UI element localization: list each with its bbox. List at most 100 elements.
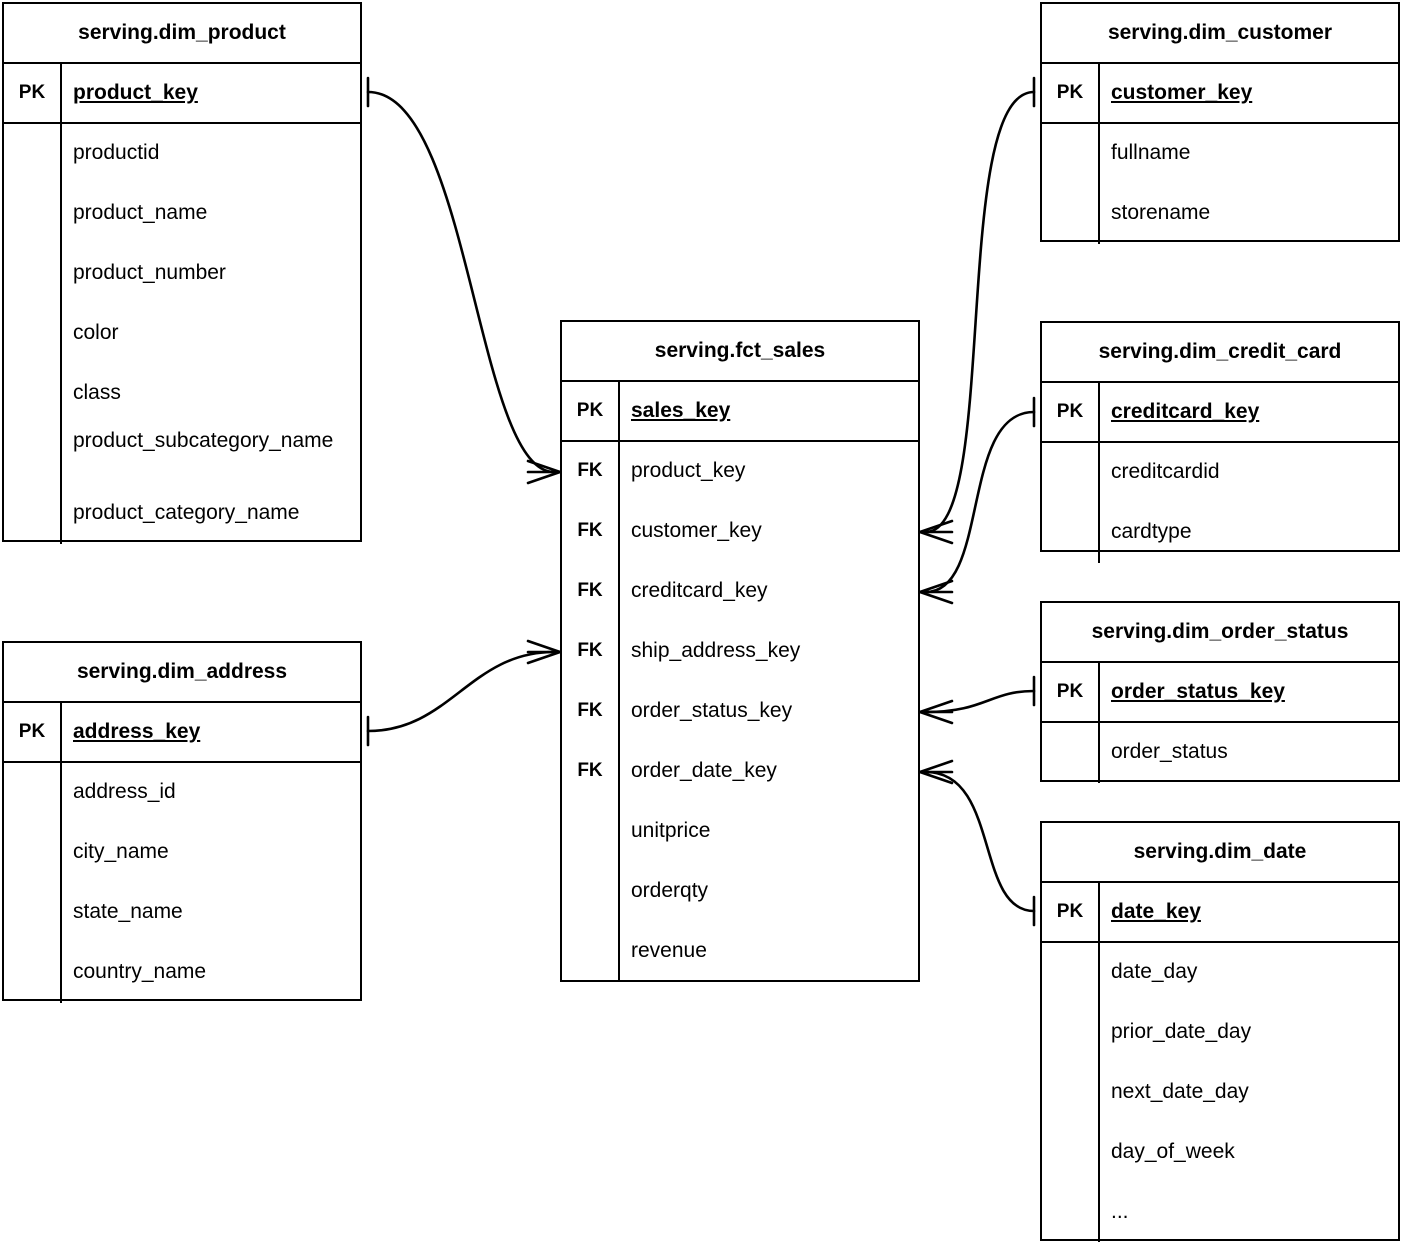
fk-badge: FK <box>577 520 603 541</box>
field-row[interactable]: product_subcategory_name <box>73 429 334 452</box>
field-column-dim-order-status: order_status_key order_status <box>1100 663 1398 783</box>
field-row[interactable]: fullname <box>1111 141 1191 164</box>
key-cell <box>4 244 60 304</box>
key-cell <box>1042 943 1098 1003</box>
field-column-fct-sales: sales_key product_key customer_key credi… <box>620 382 918 982</box>
pk-field-dim-date[interactable]: date_key <box>1100 883 1398 943</box>
field-row[interactable]: productid <box>73 141 160 164</box>
key-cell <box>1042 1063 1098 1123</box>
key-cell <box>1042 1183 1098 1242</box>
field-row[interactable]: ... <box>1111 1200 1129 1223</box>
field-row[interactable]: next_date_day <box>1111 1080 1249 1103</box>
field-column-dim-product: product_key productid product_name produ… <box>62 64 360 544</box>
field-row[interactable]: address_id <box>73 780 176 803</box>
key-cell <box>1042 503 1098 563</box>
field-row[interactable]: product_key <box>631 459 746 482</box>
key-column-dim-date: PK <box>1042 883 1100 1242</box>
pk-field-dim-credit-card[interactable]: creditcard_key <box>1100 383 1398 443</box>
key-column-dim-order-status: PK <box>1042 663 1100 783</box>
pk-badge-dim-address: PK <box>4 703 60 763</box>
pk-field-dim-customer[interactable]: customer_key <box>1100 64 1398 124</box>
key-cell <box>1042 184 1098 244</box>
relationship-line-address <box>366 639 562 747</box>
field-row[interactable]: ship_address_key <box>631 639 801 662</box>
field-row[interactable]: product_name <box>73 201 208 224</box>
fk-badge: FK <box>577 700 603 721</box>
key-cell <box>4 883 60 943</box>
pk-field-dim-product[interactable]: product_key <box>62 64 360 124</box>
field-row[interactable]: order_date_key <box>631 759 777 782</box>
key-cell <box>1042 723 1098 783</box>
entity-body-dim-address: PK address_key address_id city_name stat… <box>4 703 360 1003</box>
field-row[interactable]: product_category_name <box>73 501 300 524</box>
field-row[interactable]: order_status <box>1111 740 1228 763</box>
entity-dim-date[interactable]: serving.dim_date PK date_key date_day pr… <box>1040 821 1400 1242</box>
key-cell <box>562 802 618 862</box>
field-row[interactable]: city_name <box>73 840 169 863</box>
entity-dim-product[interactable]: serving.dim_product PK product_key produ… <box>2 2 362 544</box>
entity-title-fct-sales: serving.fct_sales <box>562 322 918 382</box>
entity-fct-sales[interactable]: serving.fct_sales PK FK FK FK FK FK FK s… <box>560 320 920 982</box>
field-row[interactable]: cardtype <box>1111 520 1192 543</box>
key-column-dim-product: PK <box>4 64 62 544</box>
field-row[interactable]: revenue <box>631 939 707 962</box>
pk-field-fct-sales[interactable]: sales_key <box>620 382 918 442</box>
key-column-dim-credit-card: PK <box>1042 383 1100 563</box>
field-row[interactable]: prior_date_day <box>1111 1020 1252 1043</box>
key-cell <box>4 184 60 244</box>
key-column-dim-address: PK <box>4 703 62 1003</box>
entity-body-dim-credit-card: PK creditcard_key creditcardid cardtype <box>1042 383 1398 563</box>
key-cell <box>4 364 60 424</box>
key-cell <box>4 304 60 364</box>
field-row[interactable]: state_name <box>73 900 183 923</box>
field-row[interactable]: storename <box>1111 201 1211 224</box>
field-row[interactable]: class <box>73 381 121 404</box>
entity-title-dim-date: serving.dim_date <box>1042 823 1398 883</box>
pk-badge-dim-date: PK <box>1042 883 1098 943</box>
key-cell <box>562 922 618 982</box>
relationship-line-order-status <box>918 675 1036 725</box>
key-column-fct-sales: PK FK FK FK FK FK FK <box>562 382 620 982</box>
entity-title-dim-credit-card: serving.dim_credit_card <box>1042 323 1398 383</box>
key-cell <box>1042 124 1098 184</box>
entity-body-dim-customer: PK customer_key fullname storename <box>1042 64 1398 244</box>
pk-field-dim-address[interactable]: address_key <box>62 703 360 763</box>
key-cell <box>4 943 60 1003</box>
entity-dim-order-status[interactable]: serving.dim_order_status PK order_status… <box>1040 601 1400 783</box>
field-row[interactable]: color <box>73 321 119 344</box>
field-row[interactable]: orderqty <box>631 879 709 902</box>
key-cell <box>1042 443 1098 503</box>
entity-dim-customer[interactable]: serving.dim_customer PK customer_key ful… <box>1040 2 1400 244</box>
relationship-line-creditcard <box>918 396 1036 605</box>
field-row[interactable]: creditcardid <box>1111 460 1220 483</box>
key-cell <box>4 484 60 544</box>
pk-badge-dim-customer: PK <box>1042 64 1098 124</box>
key-cell <box>4 424 60 484</box>
entity-dim-address[interactable]: serving.dim_address PK address_key addre… <box>2 641 362 1003</box>
field-row[interactable]: date_day <box>1111 960 1198 983</box>
pk-field-dim-order-status[interactable]: order_status_key <box>1100 663 1398 723</box>
key-cell <box>1042 1123 1098 1183</box>
field-column-dim-address: address_key address_id city_name state_n… <box>62 703 360 1003</box>
pk-badge-dim-credit-card: PK <box>1042 383 1098 443</box>
field-row[interactable]: order_status_key <box>631 699 793 722</box>
key-cell <box>562 862 618 922</box>
pk-badge-dim-order-status: PK <box>1042 663 1098 723</box>
key-cell <box>4 124 60 184</box>
relationship-line-product <box>366 76 562 485</box>
fk-badge: FK <box>577 460 603 481</box>
field-row[interactable]: creditcard_key <box>631 579 768 602</box>
field-row[interactable]: product_number <box>73 261 226 284</box>
entity-title-dim-product: serving.dim_product <box>4 4 360 64</box>
key-cell <box>4 763 60 823</box>
entity-body-dim-date: PK date_key date_day prior_date_day next… <box>1042 883 1398 1242</box>
entity-body-dim-product: PK product_key productid product_name pr… <box>4 64 360 544</box>
entity-dim-credit-card[interactable]: serving.dim_credit_card PK creditcard_ke… <box>1040 321 1400 563</box>
field-row[interactable]: customer_key <box>631 519 762 542</box>
field-column-dim-date: date_key date_day prior_date_day next_da… <box>1100 883 1398 1242</box>
field-row[interactable]: day_of_week <box>1111 1140 1235 1163</box>
field-row[interactable]: unitprice <box>631 819 711 842</box>
field-row[interactable]: country_name <box>73 960 207 983</box>
entity-title-dim-order-status: serving.dim_order_status <box>1042 603 1398 663</box>
